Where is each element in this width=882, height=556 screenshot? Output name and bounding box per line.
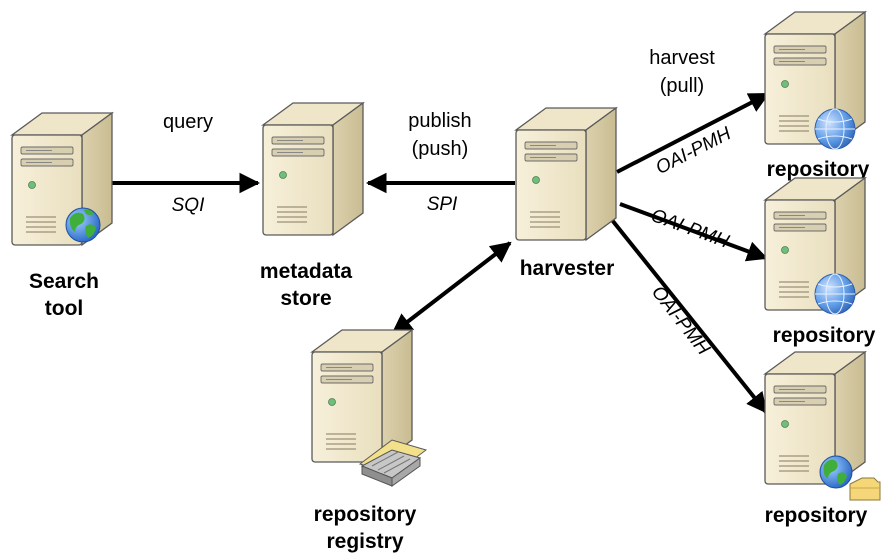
node-repository-2[interactable]: repository <box>764 177 876 347</box>
harvest-label: harvest <box>649 47 715 69</box>
search-tool-label-1: Search <box>29 270 99 293</box>
web-globe-icon <box>65 207 101 243</box>
node-search-tool[interactable]: Search tool <box>11 112 113 320</box>
registry-label-2: registry <box>326 530 403 553</box>
edge-repo3 <box>610 218 768 414</box>
registry-tray-icon <box>358 439 428 487</box>
repository-3-label: repository <box>765 504 868 527</box>
publish-label: publish <box>408 110 471 132</box>
globe-icon <box>814 273 856 315</box>
oai-pmh-label-2: OAI-PMH <box>648 205 732 253</box>
query-label: query <box>163 111 213 133</box>
metadata-store-label-1: metadata <box>260 260 353 283</box>
sqi-label: SQI <box>172 195 205 216</box>
node-harvester[interactable]: harvester <box>515 107 617 280</box>
oai-pmh-label-3: OAI-PMH <box>647 282 714 359</box>
node-repository-3[interactable]: repository <box>764 351 881 527</box>
edge-repo2 <box>619 202 768 262</box>
push-label: (push) <box>412 138 469 160</box>
node-metadata-store[interactable]: metadata store <box>260 102 364 310</box>
edge-repo1 <box>616 92 770 174</box>
repository-1-label: repository <box>767 158 870 181</box>
node-repository-1[interactable]: repository <box>764 11 870 181</box>
registry-label-1: repository <box>314 503 417 526</box>
pull-label: (pull) <box>660 75 704 97</box>
globe-icon <box>814 108 856 150</box>
server-icon <box>515 107 617 241</box>
harvester-label: harvester <box>520 257 615 280</box>
web-globe-icon <box>819 455 853 489</box>
edge-registry <box>391 241 512 335</box>
edge-labels: query SQI publish (push) SPI harvest (pu… <box>163 47 735 359</box>
spi-label: SPI <box>427 194 458 215</box>
folder-icon <box>849 477 881 501</box>
server-icon <box>262 102 364 236</box>
search-tool-label-2: tool <box>45 297 83 320</box>
edges <box>112 92 770 414</box>
node-repository-registry[interactable]: repository registry <box>311 329 428 553</box>
repository-2-label: repository <box>773 324 876 347</box>
metadata-store-label-2: store <box>280 287 331 310</box>
